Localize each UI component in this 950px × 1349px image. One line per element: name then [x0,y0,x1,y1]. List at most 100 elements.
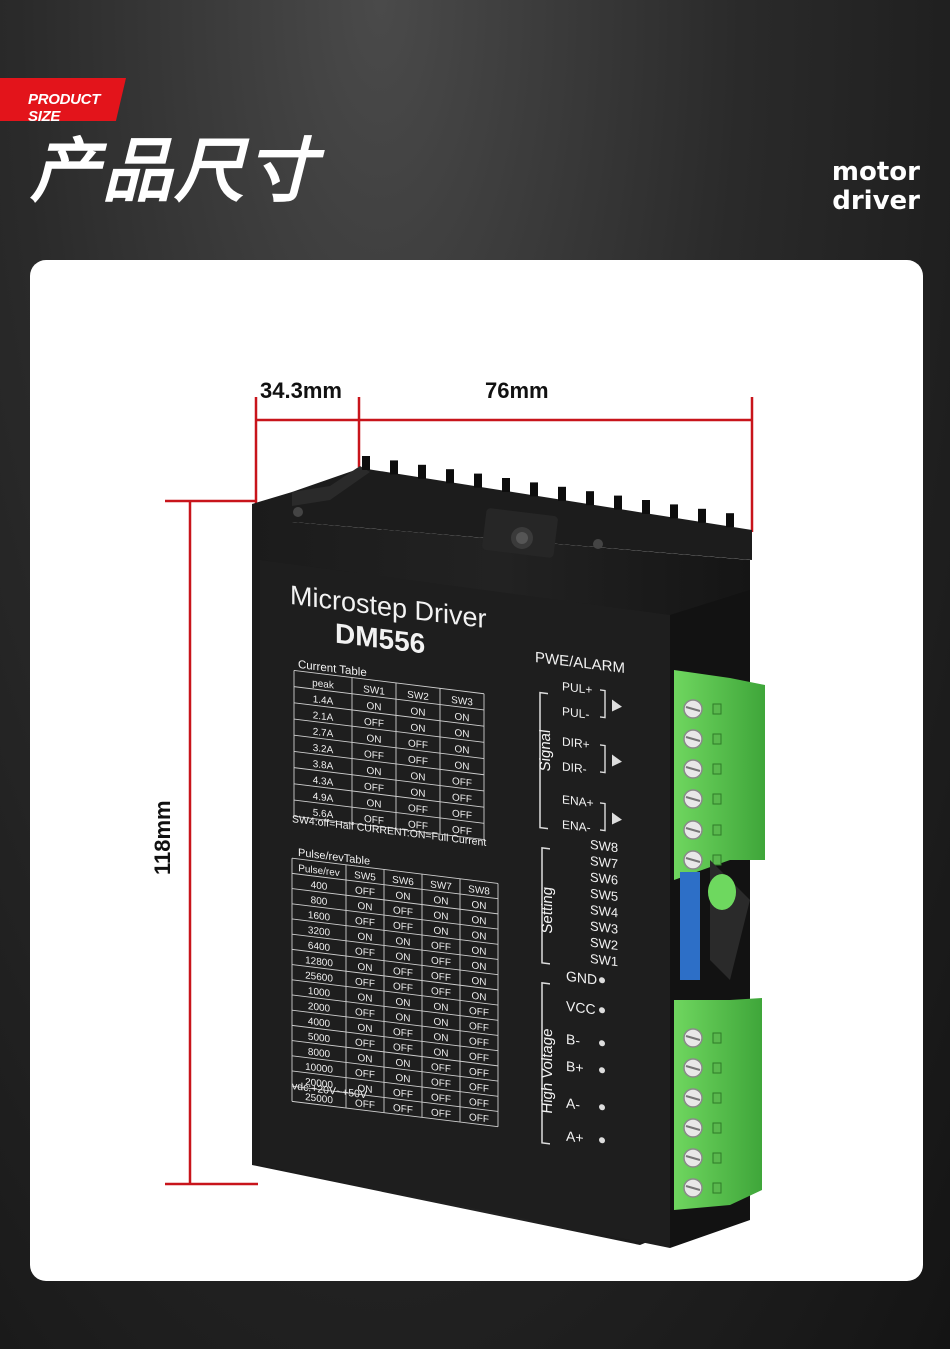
current-table-cell: OFF [452,825,472,838]
pulse-table-cell: 25000 [305,1092,333,1106]
switch-label: SW5 [590,886,618,904]
pulse-table-cell: OFF [469,1112,489,1125]
pulse-table-cell: OFF [431,971,451,984]
current-table-cell: 5.6A [313,808,334,822]
signal-terminal-block [674,670,765,880]
pulse-table-cell: OFF [431,1092,451,1105]
high-voltage-group-label: High Voltage [539,1027,556,1114]
signal-terminal-label: PUL- [562,704,589,721]
signal-group-label: Signal [537,729,554,773]
terminal-dot-icon [599,1104,605,1111]
pulse-table-cell: OFF [393,1027,413,1040]
page-title: 产品尺寸 [30,130,318,212]
pulse-table-cell: 800 [311,895,328,908]
pulse-table-cell: ON [358,1022,373,1035]
current-table-cell: OFF [452,792,472,805]
pulse-table-cell: 5000 [308,1032,331,1046]
switch-label: SW6 [590,869,618,887]
pulse-table-cell: OFF [355,1068,375,1081]
pulse-table-cell: OFF [355,885,375,898]
current-table-cell: 4.9A [313,791,334,805]
current-table-cell: OFF [364,814,384,827]
pulse-table-cell: 1000 [308,986,331,1000]
pulse-table-cell: 10000 [305,1062,333,1076]
pulse-table-cell: OFF [469,1051,489,1064]
power-terminal-block [674,998,762,1210]
current-table-cell: ON [367,701,382,714]
current-table-cell: 2.1A [313,710,334,724]
pulse-table-cell: ON [434,1001,449,1014]
current-table-cell: OFF [452,808,472,821]
current-table-cell: ON [367,733,382,746]
pulse-table-cell: OFF [393,1088,413,1101]
side-caption-line1: motor [831,157,920,187]
pulse-table-cell: OFF [393,966,413,979]
current-table-cell: OFF [408,803,428,816]
current-table-cell: ON [367,766,382,779]
side-caption-line2: driver [832,186,920,216]
current-table-cell: OFF [452,776,472,789]
pulse-table-cell: OFF [431,986,451,999]
signal-terminal-label: ENA- [562,817,591,834]
led-icon [612,699,622,712]
power-terminal-label: A+ [566,1128,584,1146]
pulse-table-cell: 3200 [308,925,331,939]
switch-label: SW7 [590,853,618,871]
led-icon [612,812,622,825]
signal-terminal-label: ENA+ [562,792,594,810]
pulse-table-cell: ON [396,1012,411,1025]
pulse-table-cell: ON [472,900,487,913]
pulse-table-cell: ON [358,992,373,1005]
pulse-table-cell: 4000 [308,1016,331,1030]
pulse-table-cell: OFF [355,946,375,959]
pulse-table-cell: OFF [355,1007,375,1020]
optocoupler-icon [600,744,606,774]
pulse-table-cell: OFF [393,905,413,918]
current-table-cell: OFF [364,749,384,762]
switch-label: SW8 [590,837,618,855]
pulse-table-cell: ON [396,936,411,949]
pulse-table-cell: ON [358,1083,373,1096]
pulse-table-header: SW7 [430,879,452,893]
terminal-dot-icon [599,1137,605,1144]
pulse-table-cell: ON [472,976,487,989]
current-table-cell: OFF [408,754,428,767]
signal-group: Signal PUL+PUL-DIR+DIR-ENA+ENA- [537,679,622,835]
current-table-header: SW2 [407,690,429,704]
signal-terminal-label: PUL+ [562,679,592,697]
pulse-table-cell: OFF [469,1097,489,1110]
current-table-cell: OFF [364,717,384,730]
current-table-header: peak [312,678,335,692]
pulse-table-cell: OFF [393,981,413,994]
dip-switch [680,860,750,980]
setting-group-label: Setting [539,886,556,935]
pulse-table-cell: OFF [469,1021,489,1034]
pulse-table-cell: OFF [431,940,451,953]
pulse-table-cell: OFF [431,1062,451,1075]
optocoupler-icon [600,802,606,832]
height-label: 118mm [150,800,175,875]
pulse-table-cell: 12800 [305,955,333,969]
pulse-table-cell: ON [472,991,487,1004]
pulse-table-cell: ON [396,1058,411,1071]
pulse-table-cell: ON [396,1073,411,1086]
pulse-table-cell: ON [396,951,411,964]
current-table-cell: ON [411,706,426,719]
pulse-table-cell: OFF [393,1103,413,1116]
pulse-table-cell: OFF [469,1067,489,1080]
pulse-table-cell: 8000 [308,1047,331,1061]
pulse-table-cell: ON [434,910,449,923]
current-table-cell: ON [455,744,470,757]
current-table-cell: 3.8A [313,759,334,773]
current-table-cell: 1.4A [313,694,334,708]
current-table-cell: OFF [408,738,428,751]
dimension-lines [165,397,754,1186]
pulse-table-header: Pulse/rev [298,863,340,879]
switch-label: SW4 [590,902,618,920]
pulse-table-cell: OFF [431,955,451,968]
pulse-table-cell: OFF [393,1042,413,1055]
